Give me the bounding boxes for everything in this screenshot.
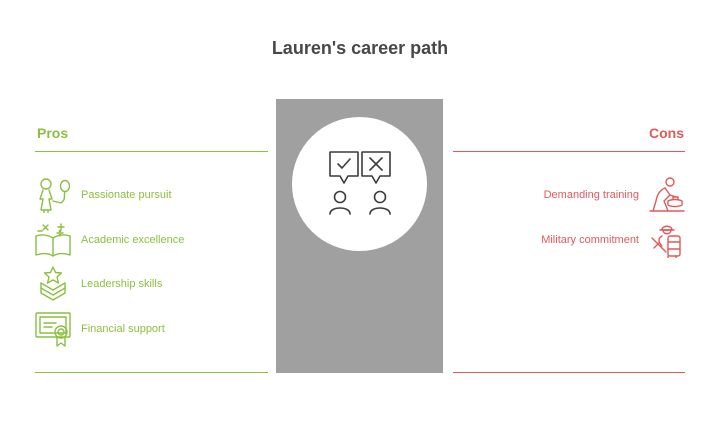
open-book-math-icon [34,222,72,258]
con-item-military-commitment: Military commitment [456,222,686,258]
pros-top-rule [35,151,268,152]
pro-item-leadership-skills: Leadership skills [34,266,264,302]
pro-item-label: Leadership skills [81,278,163,290]
cons-top-rule [453,151,685,152]
con-item-label: Demanding training [543,189,639,201]
diagram-title: Lauren's career path [271,38,449,58]
pro-item-financial-support: Financial support [34,311,264,347]
scholarship-certificate-icon [34,311,72,347]
pro-item-label: Passionate pursuit [81,189,172,201]
soldier-with-rifle-icon [648,222,686,258]
con-item-label: Military commitment [541,234,639,246]
pro-item-passionate-pursuit: Passionate pursuit [34,177,264,213]
center-circle [292,117,427,251]
pros-heading: Pros [37,125,69,141]
pro-item-label: Academic excellence [81,234,185,246]
pro-item-academic-excellence: Academic excellence [34,222,264,258]
pro-item-label: Financial support [81,323,165,335]
cons-heading: Cons [649,125,684,141]
con-item-demanding-training: Demanding training [456,177,686,213]
soldier-crawling-icon [648,177,686,213]
pros-bottom-rule [35,372,268,373]
cons-bottom-rule [453,372,685,373]
rank-chevron-star-icon [34,266,72,302]
decision-people-check-cross-icon [320,148,400,220]
person-with-balloon-icon [34,177,72,213]
